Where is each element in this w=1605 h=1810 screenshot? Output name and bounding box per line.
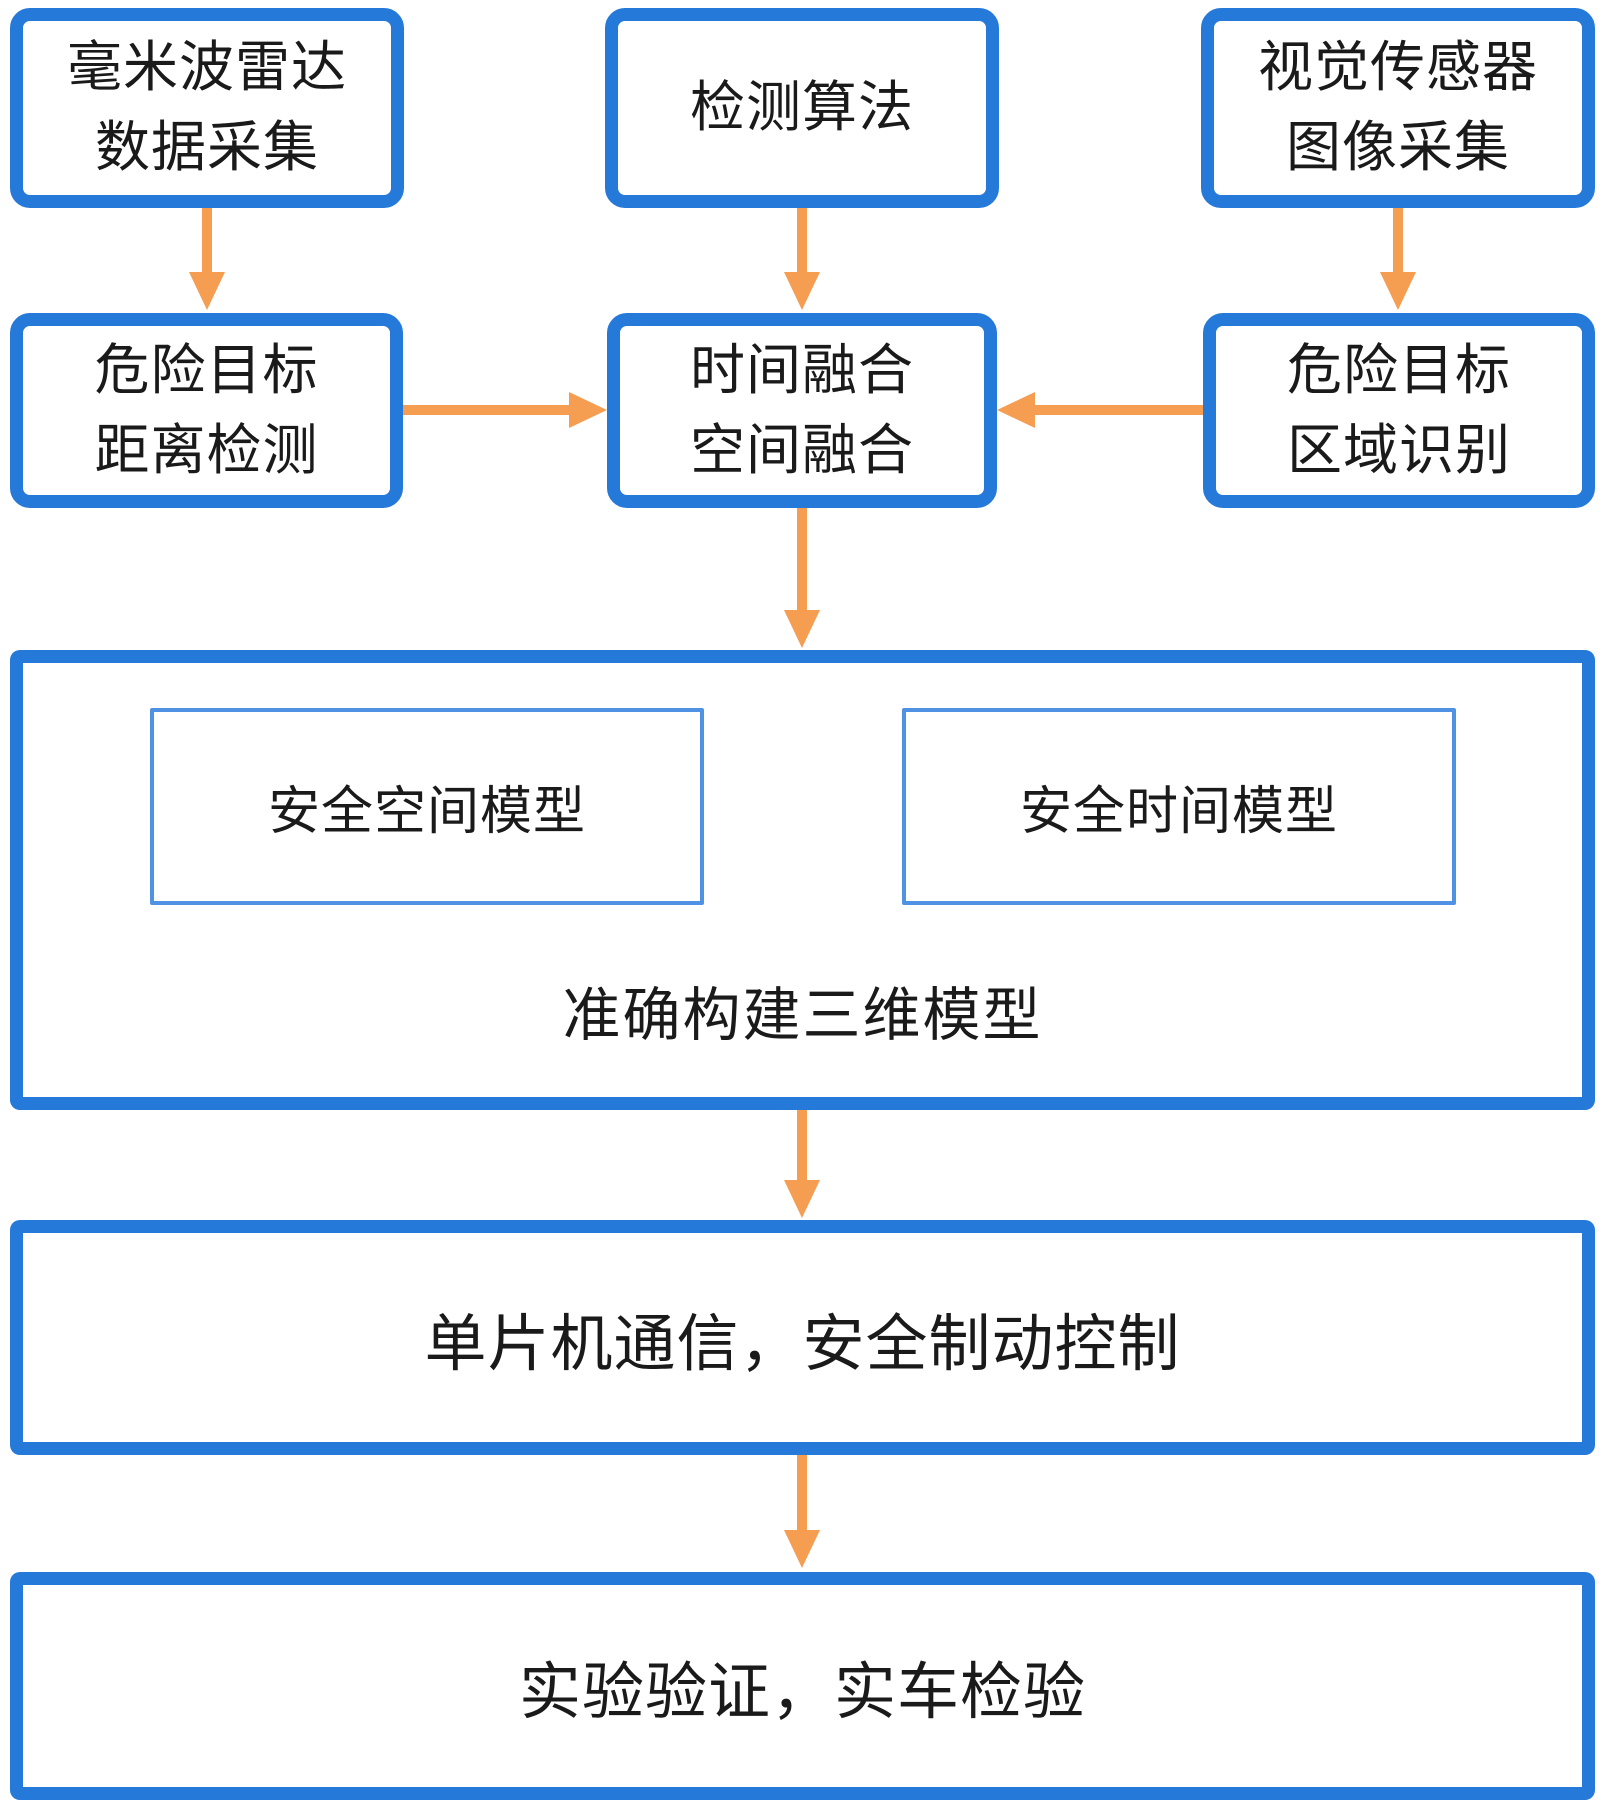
arrow-algorithm-to-fusion bbox=[784, 208, 820, 310]
arrow-shaft bbox=[1035, 405, 1203, 415]
node-mcu-communication-brake-control: 单片机通信，安全制动控制 bbox=[10, 1220, 1595, 1455]
node-safety-time-model: 安全时间模型 bbox=[902, 708, 1456, 905]
arrow-shaft bbox=[202, 208, 212, 272]
arrow-head-down bbox=[784, 610, 820, 648]
node-radar-data-collection: 毫米波雷达 数据采集 bbox=[10, 8, 404, 208]
arrow-shaft bbox=[797, 508, 807, 610]
node-time-space-fusion: 时间融合 空间融合 bbox=[607, 313, 997, 508]
arrow-shaft bbox=[797, 1110, 807, 1180]
arrow-shaft bbox=[1393, 208, 1403, 272]
caption-build-3d-model: 准确构建三维模型 bbox=[562, 983, 1043, 1048]
node-experiment-vehicle-validation: 实验验证，实车检验 bbox=[10, 1572, 1595, 1800]
node-danger-target-area-recognition: 危险目标 区域识别 bbox=[1203, 313, 1595, 508]
arrow-head-down bbox=[784, 1530, 820, 1568]
arrow-mcu-to-validation bbox=[784, 1455, 820, 1568]
arrow-distance-to-fusion bbox=[403, 392, 607, 428]
node-safety-space-model: 安全空间模型 bbox=[150, 708, 704, 905]
arrow-head-down bbox=[1380, 272, 1416, 310]
arrow-vision-to-area bbox=[1380, 208, 1416, 310]
arrow-shaft bbox=[797, 208, 807, 272]
node-vision-sensor-collection: 视觉传感器 图像采集 bbox=[1201, 8, 1595, 208]
arrow-radar-to-distance bbox=[189, 208, 225, 310]
arrow-model-to-mcu bbox=[784, 1110, 820, 1218]
arrow-shaft bbox=[797, 1455, 807, 1530]
arrow-fusion-to-model bbox=[784, 508, 820, 648]
arrow-area-to-fusion bbox=[997, 392, 1203, 428]
arrow-head-right bbox=[569, 392, 607, 428]
arrow-head-down bbox=[189, 272, 225, 310]
arrow-head-down bbox=[784, 1180, 820, 1218]
arrow-head-left bbox=[997, 392, 1035, 428]
node-danger-target-distance-detection: 危险目标 距离检测 bbox=[10, 313, 403, 508]
node-detection-algorithm: 检测算法 bbox=[605, 8, 999, 208]
arrow-shaft bbox=[403, 405, 569, 415]
arrow-head-down bbox=[784, 272, 820, 310]
